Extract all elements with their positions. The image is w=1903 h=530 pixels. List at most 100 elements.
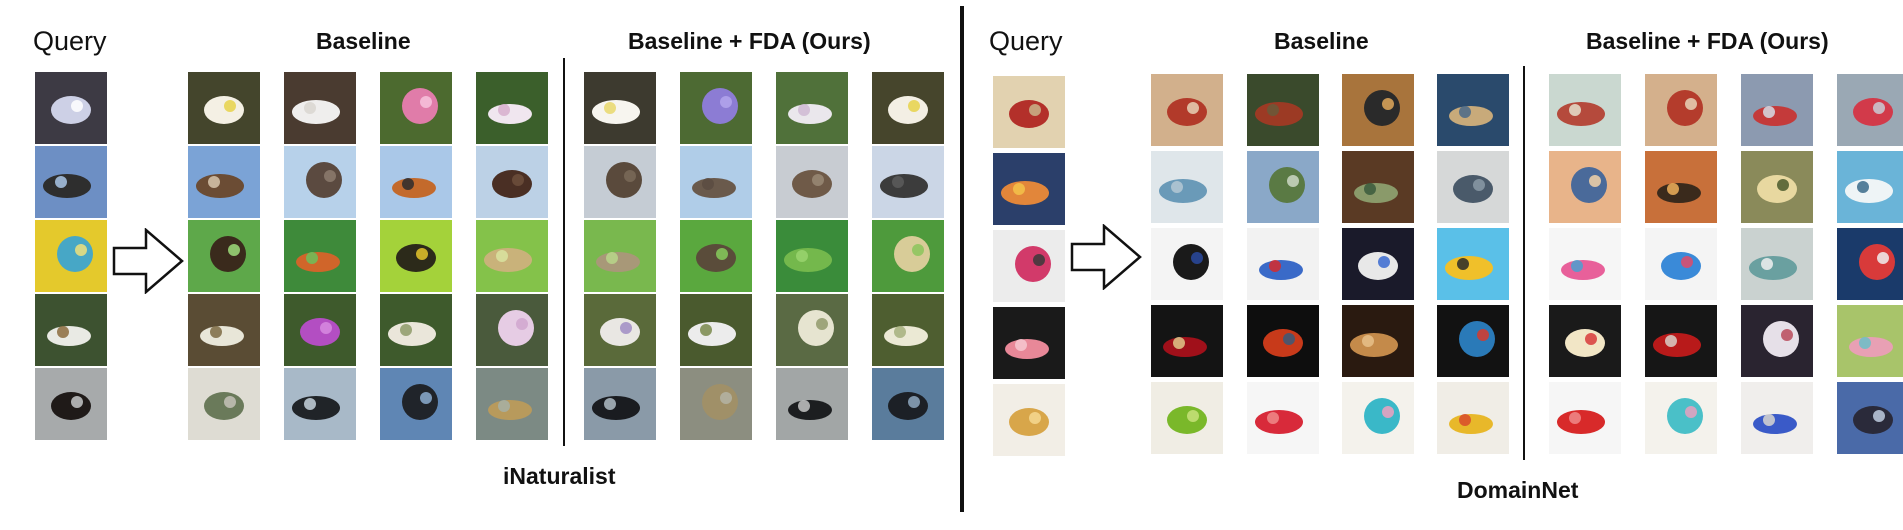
- baseline-result-image: [1342, 151, 1414, 223]
- baseline-result-image: [284, 368, 356, 440]
- fda-result-image: [1741, 228, 1813, 300]
- panel-divider: [960, 6, 964, 512]
- baseline-title: Baseline: [316, 28, 411, 54]
- baseline-result-image: [1247, 151, 1319, 223]
- fda-result-image: [776, 294, 848, 366]
- fda-result-image: [1549, 151, 1621, 223]
- fda-result-image: [776, 368, 848, 440]
- inaturalist-panel: Query Baseline Baseline + FDA (Ours) iNa…: [33, 26, 944, 489]
- baseline-result-image: [1437, 228, 1509, 300]
- fda-result-image: [776, 72, 848, 144]
- fda-result-image: [1549, 305, 1621, 377]
- fda-result-image: [1837, 74, 1903, 146]
- fda-result-image: [1645, 151, 1717, 223]
- dataset-label: DomainNet: [1457, 477, 1579, 503]
- fda-result-image: [872, 72, 944, 144]
- baseline-result-image: [1342, 228, 1414, 300]
- baseline-result-image: [476, 368, 548, 440]
- fda-result-image: [584, 294, 656, 366]
- query-label: Query: [989, 26, 1063, 56]
- baseline-result-image: [1437, 382, 1509, 454]
- dataset-label: iNaturalist: [503, 463, 616, 489]
- baseline-result-image: [284, 220, 356, 292]
- fda-result-image: [1837, 151, 1903, 223]
- baseline-result-image: [380, 368, 452, 440]
- baseline-result-image: [1342, 305, 1414, 377]
- arrow-right-icon: [1070, 224, 1142, 290]
- baseline-result-image: [1151, 382, 1223, 454]
- query-image: [35, 294, 107, 366]
- fda-result-image: [1741, 74, 1813, 146]
- baseline-result-image: [188, 294, 260, 366]
- baseline-result-image: [1151, 151, 1223, 223]
- fda-result-image: [1741, 151, 1813, 223]
- baseline-result-image: [284, 146, 356, 218]
- baseline-result-image: [188, 146, 260, 218]
- query-label: Query: [33, 26, 107, 56]
- fda-result-image: [1549, 228, 1621, 300]
- baseline-result-image: [380, 146, 452, 218]
- fda-result-image: [1837, 305, 1903, 377]
- baseline-result-image: [1437, 151, 1509, 223]
- column-divider: [1523, 66, 1525, 460]
- arrow-right-icon: [112, 228, 184, 294]
- fda-title: Baseline + FDA (Ours): [1586, 28, 1829, 54]
- baseline-result-image: [188, 368, 260, 440]
- fda-result-image: [680, 72, 752, 144]
- fda-result-image: [1837, 228, 1903, 300]
- query-image: [35, 220, 107, 292]
- fda-result-image: [872, 294, 944, 366]
- query-image: [35, 368, 107, 440]
- fda-result-image: [1549, 382, 1621, 454]
- baseline-result-image: [380, 294, 452, 366]
- baseline-result-image: [476, 294, 548, 366]
- fda-result-image: [776, 146, 848, 218]
- fda-result-image: [680, 368, 752, 440]
- column-divider: [563, 58, 565, 446]
- fda-title: Baseline + FDA (Ours): [628, 28, 871, 54]
- fda-result-image: [1645, 305, 1717, 377]
- baseline-result-image: [476, 146, 548, 218]
- fda-result-image: [680, 294, 752, 366]
- baseline-result-image: [1151, 305, 1223, 377]
- baseline-result-image: [1342, 74, 1414, 146]
- query-image: [35, 146, 107, 218]
- baseline-result-image: [1342, 382, 1414, 454]
- query-image: [993, 76, 1065, 148]
- baseline-result-image: [1437, 74, 1509, 146]
- baseline-result-image: [1437, 305, 1509, 377]
- baseline-result-image: [284, 72, 356, 144]
- baseline-result-image: [1151, 228, 1223, 300]
- query-image: [993, 384, 1065, 456]
- query-image: [993, 230, 1065, 302]
- baseline-result-image: [1151, 74, 1223, 146]
- fda-result-image: [584, 220, 656, 292]
- fda-result-image: [776, 220, 848, 292]
- baseline-title: Baseline: [1274, 28, 1369, 54]
- fda-result-image: [1645, 382, 1717, 454]
- fda-result-image: [872, 368, 944, 440]
- baseline-result-image: [380, 72, 452, 144]
- baseline-result-image: [1247, 382, 1319, 454]
- fda-result-image: [1549, 74, 1621, 146]
- baseline-result-image: [1247, 228, 1319, 300]
- query-image: [993, 307, 1065, 379]
- baseline-result-image: [476, 220, 548, 292]
- baseline-result-image: [188, 220, 260, 292]
- fda-result-image: [584, 146, 656, 218]
- baseline-result-image: [188, 72, 260, 144]
- fda-result-image: [1741, 382, 1813, 454]
- baseline-result-image: [380, 220, 452, 292]
- baseline-result-image: [284, 294, 356, 366]
- baseline-result-image: [1247, 74, 1319, 146]
- fda-result-image: [584, 72, 656, 144]
- query-image: [993, 153, 1065, 225]
- fda-result-image: [584, 368, 656, 440]
- baseline-result-image: [476, 72, 548, 144]
- fda-result-image: [1741, 305, 1813, 377]
- fda-result-image: [872, 220, 944, 292]
- fda-result-image: [680, 146, 752, 218]
- fda-result-image: [1837, 382, 1903, 454]
- fda-result-image: [872, 146, 944, 218]
- fda-result-image: [1645, 74, 1717, 146]
